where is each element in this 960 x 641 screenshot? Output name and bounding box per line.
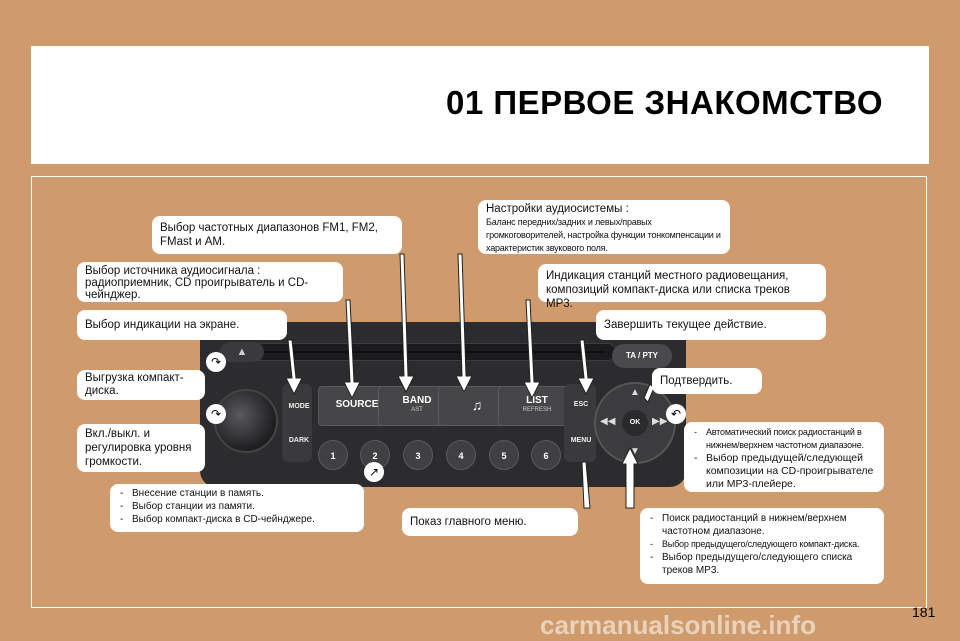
mode-dark-rocker[interactable]: [282, 384, 312, 462]
esc-menu-rocker[interactable]: [564, 384, 596, 462]
page-number: 181: [912, 604, 936, 620]
dark-button[interactable]: DARK: [288, 437, 310, 444]
arrow-finish: [577, 339, 595, 396]
list-button-sub: REFRESH: [522, 407, 552, 413]
memory-item-1: Внесение станции в память.: [118, 487, 356, 500]
arrow-source: [343, 299, 361, 400]
ta-pty-button[interactable]: TA / PTY: [612, 344, 672, 368]
preset-button-3[interactable]: 3: [403, 440, 433, 470]
preset-curl-icon: ↗: [364, 462, 384, 482]
label-stations: Индикация станций местного радиовещания,…: [538, 264, 826, 310]
label-right-seek: Автоматический поиск радиостанций в нижн…: [684, 422, 884, 492]
mode-button[interactable]: MODE: [288, 403, 310, 410]
label-eject: Выгрузка компакт-диска.: [77, 370, 205, 400]
right-seek-item-2: Выбор предыдущей/следующей композиции на…: [692, 452, 876, 491]
right-seek-list: Автоматический поиск радиостанций в нижн…: [692, 426, 876, 491]
right-curl-icon: ↶: [666, 404, 686, 424]
memory-list: Внесение станции в память. Выбор станции…: [118, 487, 356, 526]
arrow-freq: [397, 253, 415, 394]
label-frequency: Выбор частотных диапазонов FM1, FM2, FMa…: [152, 216, 402, 254]
source-button-label: SOURCE: [335, 399, 379, 410]
label-source: Выбор источника аудиосигнала : радиоприе…: [77, 262, 343, 302]
up-arrow-icon[interactable]: ▲: [630, 387, 640, 398]
label-audio-settings: Настройки аудиосистемы : Баланс передних…: [478, 200, 730, 254]
arrow-search: [621, 446, 639, 509]
ok-button[interactable]: OK: [622, 410, 648, 436]
arrow-audio: [455, 253, 473, 394]
band-button-sub: AST: [411, 407, 423, 413]
watermark: carmanualsonline.info: [540, 610, 816, 640]
label-audio-settings-title: Настройки аудиосистемы :: [486, 203, 629, 215]
label-power: Вкл./выкл. и регулировка уровня громкост…: [77, 424, 205, 472]
preset-button-4[interactable]: 4: [446, 440, 476, 470]
content-frame: [31, 176, 927, 608]
music-note-icon: ♫: [471, 397, 483, 413]
esc-button[interactable]: ESC: [573, 401, 589, 408]
label-finish: Завершить текущее действие.: [596, 310, 826, 340]
menu-button[interactable]: MENU: [570, 437, 592, 444]
memory-item-3: Выбор компакт-диска в CD-чейнджере.: [118, 513, 356, 526]
label-main-menu: Показ главного меню.: [402, 508, 578, 536]
label-memory: Внесение станции в память. Выбор станции…: [110, 484, 364, 532]
memory-item-2: Выбор станции из памяти.: [118, 500, 356, 513]
search-item-3: Выбор предыдущего/следующего списка трек…: [648, 551, 876, 577]
label-display: Выбор индикации на экране.: [77, 310, 287, 340]
arrow-menu: [581, 461, 591, 509]
page-title: 01 ПЕРВОЕ ЗНАКОМСТВО: [446, 84, 883, 121]
power-curl-icon: ↷: [206, 404, 226, 424]
preset-button-1[interactable]: 1: [318, 440, 348, 470]
band-button-label: BAND: [402, 395, 432, 406]
search-item-2: Выбор предыдущего/следующего компакт-дис…: [648, 538, 876, 551]
label-audio-settings-body: Баланс передних/задних и левых/правых гр…: [486, 217, 721, 253]
forward-icon[interactable]: ▶▶: [652, 416, 668, 427]
preset-button-5[interactable]: 5: [489, 440, 519, 470]
eject-button[interactable]: ▲: [220, 342, 264, 362]
down-arrow-icon[interactable]: ▼: [630, 446, 640, 457]
search-item-1: Поиск радиостанций в нижнем/верхнем част…: [648, 512, 876, 538]
header-panel: 01 ПЕРВОЕ ЗНАКОМСТВО: [31, 46, 929, 164]
label-search: Поиск радиостанций в нижнем/верхнем част…: [640, 508, 884, 584]
right-seek-item-1: Автоматический поиск радиостанций в нижн…: [692, 426, 876, 452]
label-confirm: Подтвердить.: [652, 368, 762, 394]
preset-button-6[interactable]: 6: [531, 440, 561, 470]
arrow-stations: [523, 299, 541, 400]
cd-slot-line: [261, 351, 605, 353]
eject-curl-icon: ↷: [206, 352, 226, 372]
list-button-label: LIST: [526, 395, 548, 406]
rewind-icon[interactable]: ◀◀: [600, 416, 616, 427]
search-list: Поиск радиостанций в нижнем/верхнем част…: [648, 512, 876, 577]
navigation-pad[interactable]: OK ▲ ▼ ◀◀ ▶▶: [594, 382, 676, 464]
arrow-display: [285, 339, 303, 396]
